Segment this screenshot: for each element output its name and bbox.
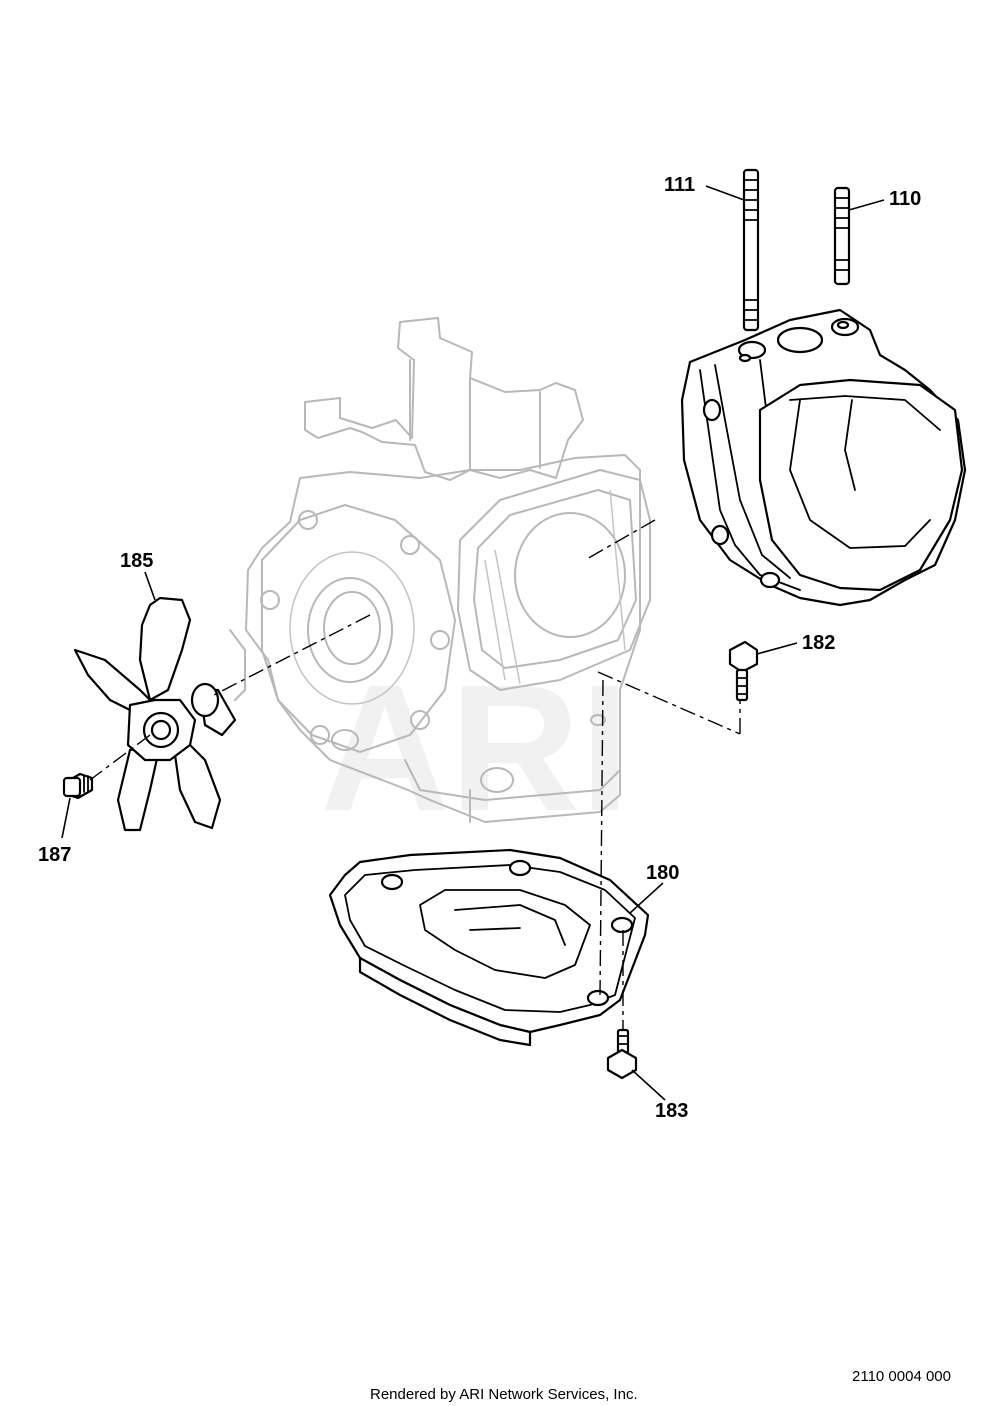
footer-credit: Rendered by ARI Network Services, Inc. xyxy=(370,1386,638,1403)
base-plate-180 xyxy=(328,848,650,1047)
callout-180: 180 xyxy=(646,862,679,884)
callouts: 111 110 185 182 187 180 183 xyxy=(38,174,921,1122)
callout-111: 111 xyxy=(664,174,695,196)
fan-bolt-187 xyxy=(62,772,94,800)
callout-110: 110 xyxy=(889,188,921,210)
stud-110 xyxy=(833,186,851,286)
callout-182: 182 xyxy=(802,632,835,654)
engine-block-ghost xyxy=(229,317,651,823)
leader-lines xyxy=(61,185,885,1101)
callout-183: 183 xyxy=(655,1100,688,1122)
long-stud-111 xyxy=(742,168,760,332)
head-bolt-182 xyxy=(728,640,759,702)
drawing-number: 2110 0004 000 xyxy=(852,1368,951,1385)
callout-187: 187 xyxy=(38,844,71,866)
cooling-fan xyxy=(73,596,237,832)
base-bolt-183 xyxy=(606,1028,638,1080)
callout-185: 185 xyxy=(120,550,153,572)
assembly-centerlines xyxy=(89,519,741,1030)
cylinder-head xyxy=(680,308,967,607)
